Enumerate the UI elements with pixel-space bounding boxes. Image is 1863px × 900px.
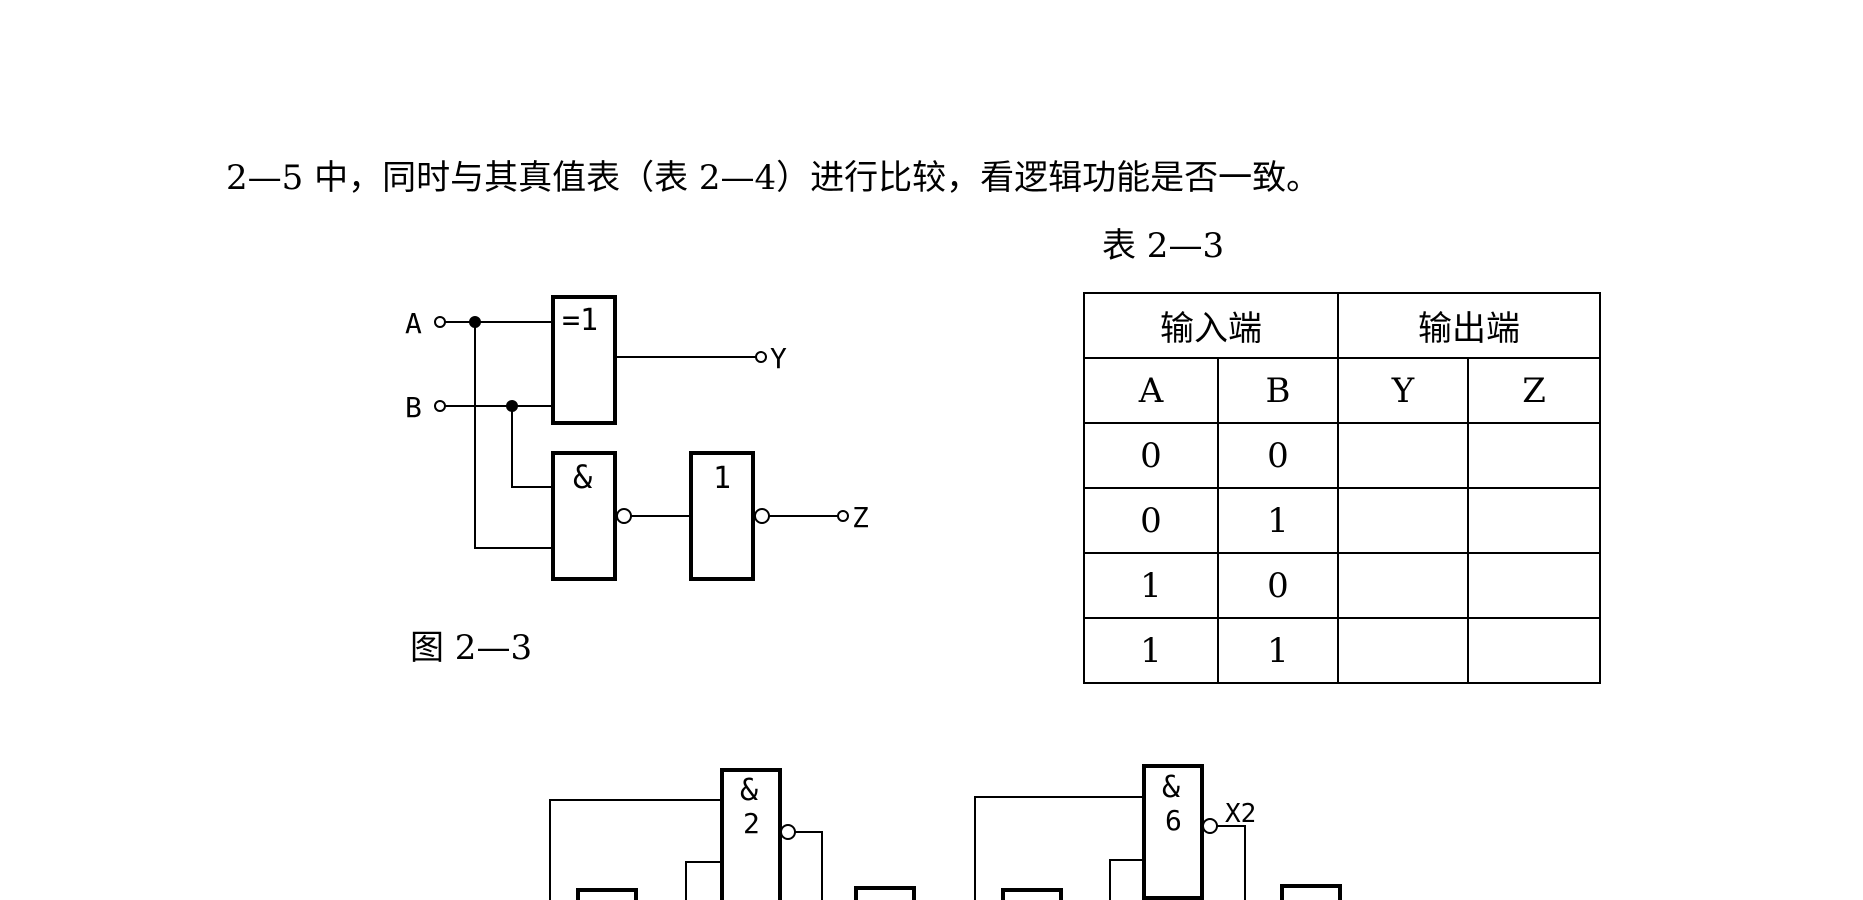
figure-caption: 图 2—3 [410,628,533,668]
not-gate [689,451,755,581]
terminal-z [837,510,849,522]
not-gate-label: 1 [713,461,731,496]
cell-a: 1 [1083,552,1219,619]
input-label-b: B [405,391,422,424]
col-header-a: A [1083,357,1219,424]
instruction-paragraph: 2—5 中，同时与其真值表（表 2—4）进行比较，看逻辑功能是否一致。 [226,158,1321,198]
cell-b: 1 [1217,617,1339,684]
gate-2-number: 2 [743,807,760,840]
gate-6-symbol: & [1162,770,1180,805]
xor-gate [551,295,617,425]
cell-a: 0 [1083,422,1219,489]
col-header-b: B [1217,357,1339,424]
cell-y [1337,422,1469,489]
cell-a: 0 [1083,487,1219,554]
output-label-z: Z [852,501,869,534]
cell-y [1337,552,1469,619]
col-header-y: Y [1337,357,1469,424]
cell-a: 1 [1083,617,1219,684]
nand-gate-2-bubble [780,824,796,840]
cell-z [1467,552,1601,619]
gate-2-symbol: & [740,773,758,808]
col-header-z: Z [1467,357,1601,424]
cell-y [1337,487,1469,554]
nand-gate-2 [720,768,782,900]
gate-6-number: 6 [1165,804,1182,837]
cell-z [1467,487,1601,554]
truth-table: 输入端 输出端 A B Y Z 0 0 0 1 1 0 1 1 [1083,292,1601,684]
gate-stub-right-2 [1280,884,1342,900]
cell-b: 0 [1217,552,1339,619]
gate-stub-left-1 [576,888,638,900]
output-label-y: Y [770,342,787,375]
table-caption: 表 2—3 [1102,226,1225,266]
nand-gate-6-bubble [1202,818,1218,834]
xor-gate-label: =1 [562,303,598,338]
output-label-x2: X2 [1225,799,1256,829]
nand-gate [551,451,617,581]
terminal-y [755,351,767,363]
nand-gate-6 [1142,764,1204,900]
cell-z [1467,617,1601,684]
output-group-header: 输出端 [1337,292,1601,359]
gate-stub-left-2 [854,886,916,900]
cell-z [1467,422,1601,489]
table-row: 0 1 [1083,487,1601,554]
table-row: 1 0 [1083,552,1601,619]
nand-gate-label: & [573,458,593,496]
cell-y [1337,617,1469,684]
input-label-a: A [405,307,422,340]
table-row: 0 0 [1083,422,1601,489]
input-group-header: 输入端 [1083,292,1339,359]
table-row: 1 1 [1083,617,1601,684]
cell-b: 1 [1217,487,1339,554]
cell-b: 0 [1217,422,1339,489]
gate-stub-right-1 [1001,888,1063,900]
